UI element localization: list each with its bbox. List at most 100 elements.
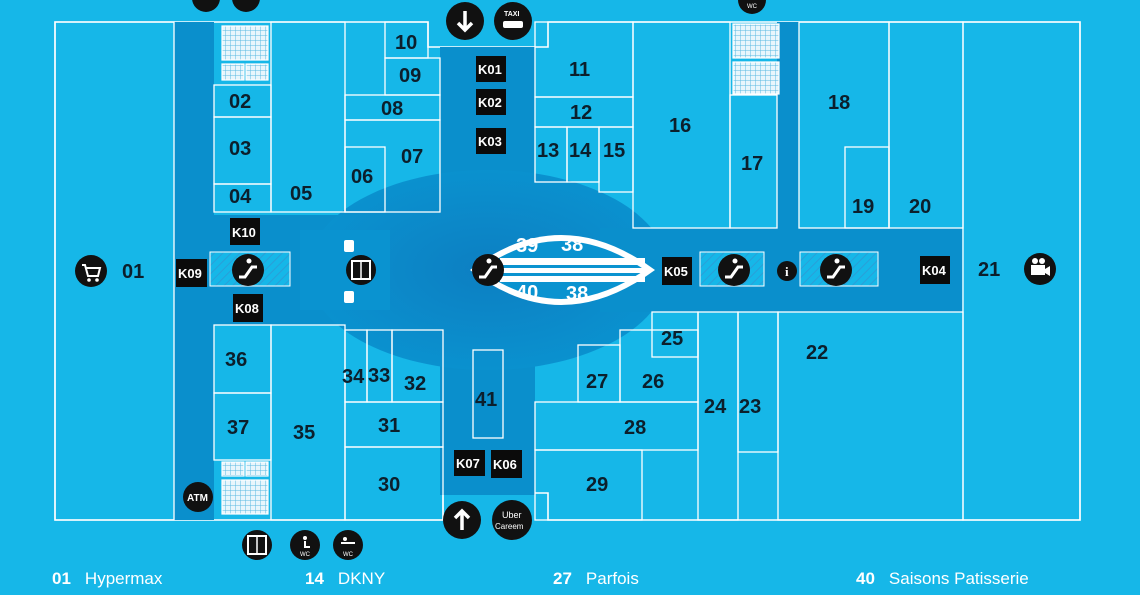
unit-14: 14 [569,140,592,162]
kiosks: K01 K02 K03 K04 K05 K06 K07 K08 K09 K10 [176,56,950,478]
svg-text:TAXI: TAXI [504,11,519,18]
unit-20: 20 [909,196,931,218]
top-icon [192,0,220,12]
unit-38-top: 38 [561,234,583,256]
elevator-icon [242,530,272,560]
unit-23: 23 [739,396,761,418]
svg-text:K06: K06 [493,457,517,472]
unit-09: 09 [399,65,421,87]
unit-18: 18 [828,92,850,114]
restroom-marker [344,291,354,303]
svg-text:Careem: Careem [495,522,524,531]
accessible-wc-icon: WC [290,530,320,560]
cart-icon [75,255,107,287]
unit-24: 24 [704,396,727,418]
escalator-icon [820,254,852,286]
up-arrow-icon [443,501,481,539]
unit-12: 12 [570,102,592,124]
unit-37: 37 [227,417,249,439]
kiosk-k09: K09 [176,259,207,287]
svg-text:K09: K09 [178,266,202,281]
elevator-icon [346,255,376,285]
unit-08: 08 [381,98,403,120]
unit-27: 27 [586,371,608,393]
unit-17: 17 [741,153,763,175]
svg-text:WC: WC [747,4,758,10]
unit-10: 10 [395,32,417,54]
atm-icon: ATM [183,482,213,512]
unit-15: 15 [603,140,625,162]
wc-icon: WC [738,0,766,14]
kiosk-k05: K05 [662,257,692,285]
svg-text:WC: WC [343,552,354,558]
top-icon [232,0,260,12]
restroom-marker [344,240,354,252]
unit-32: 32 [404,373,426,395]
escalator-icons [232,254,852,286]
unit-11: 11 [569,59,590,81]
svg-text:K04: K04 [922,263,947,278]
unit-06: 06 [351,166,373,188]
unit-19: 19 [852,196,874,218]
unit-walls [54,21,1081,521]
kiosk-k08: K08 [233,294,263,322]
unit-34: 34 [342,366,365,388]
unit-40: 40 [516,282,538,304]
unit-05: 05 [290,183,312,205]
kiosk-k03: K03 [476,128,506,154]
unit-13: 13 [537,140,559,162]
svg-text:Uber: Uber [502,510,522,520]
unit-02: 02 [229,91,251,113]
unit-36: 36 [225,349,247,371]
unit-39: 39 [516,235,538,257]
svg-text:K05: K05 [664,264,688,279]
unit-41: 41 [475,389,497,411]
taxi-icon: TAXI [494,2,532,40]
unit-03: 03 [229,138,251,160]
unit-21: 21 [978,259,1000,281]
unit-35: 35 [293,422,315,444]
svg-text:K10: K10 [232,225,256,240]
info-icon: i [777,261,797,281]
down-arrow-icon [446,2,484,40]
kiosk-k02: K02 [476,89,506,115]
unit-22: 22 [806,342,828,364]
unit-16: 16 [669,115,691,137]
escalator-icon [472,254,504,286]
unit-26: 26 [642,371,664,393]
kiosk-k01: K01 [476,56,506,82]
svg-text:K02: K02 [478,95,502,110]
unit-04: 04 [229,186,252,208]
svg-text:ATM: ATM [187,493,208,504]
cinema-icon [1024,253,1056,285]
unit-07: 07 [401,146,423,168]
svg-text:i: i [785,264,789,279]
svg-text:K03: K03 [478,134,502,149]
kiosk-k10: K10 [230,218,260,245]
svg-text:K01: K01 [478,62,502,77]
unit-38-bottom: 38 [566,283,588,305]
unit-31: 31 [378,415,400,437]
unit-33: 33 [368,365,390,387]
svg-text:WC: WC [300,552,311,558]
unit-01: 01 [122,261,144,283]
svg-text:K08: K08 [235,301,259,316]
escalator-icon [718,254,750,286]
kiosk-k07: K07 [454,450,485,476]
escalator-icon [232,254,264,286]
unit-labels: 01 02 03 04 05 06 07 08 09 10 11 12 13 1… [122,32,1000,496]
unit-30: 30 [378,474,400,496]
service-blocks [221,23,780,515]
baby-change-wc-icon: WC [333,530,363,560]
unit-29: 29 [586,474,608,496]
central-void [470,235,655,305]
svg-text:K07: K07 [456,456,480,471]
